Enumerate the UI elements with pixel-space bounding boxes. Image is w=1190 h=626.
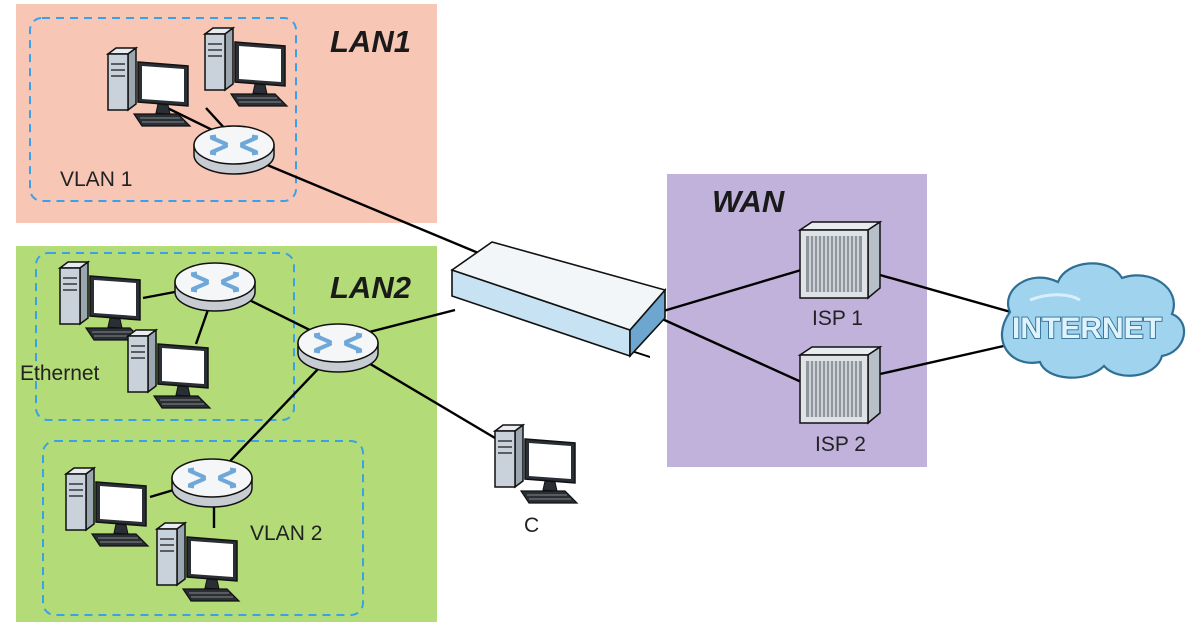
wan-zone — [667, 174, 927, 467]
ethernet-label: Ethernet — [20, 362, 100, 385]
vlan2-group — [42, 440, 364, 616]
ethernet-switch-icon[interactable] — [173, 261, 257, 313]
lan2-zone-title: LAN2 — [330, 270, 411, 305]
internet-cloud-icon[interactable] — [1000, 262, 1186, 379]
isp2-modem-icon[interactable] — [799, 346, 881, 424]
internet-label: INTERNET — [1012, 312, 1162, 345]
vlan2-switch-icon[interactable] — [170, 457, 254, 509]
ethernet-group — [35, 252, 295, 421]
lan1-zone-title: LAN1 — [330, 24, 411, 59]
lan1-switch-icon[interactable] — [192, 124, 276, 176]
isp1-label: ISP 1 — [812, 307, 863, 330]
lan2-switch-icon[interactable] — [296, 322, 380, 374]
wan-zone-title: WAN — [712, 184, 785, 219]
gateway-device-icon[interactable] — [450, 241, 667, 359]
isp2-label: ISP 2 — [815, 433, 866, 456]
vlan1-label: VLAN 1 — [60, 168, 132, 191]
computer-c-icon[interactable] — [494, 424, 578, 504]
vlan1-group — [29, 17, 297, 202]
vlan2-label: VLAN 2 — [250, 522, 322, 545]
computer-c-label: C — [524, 514, 539, 537]
isp1-modem-icon[interactable] — [799, 221, 881, 299]
